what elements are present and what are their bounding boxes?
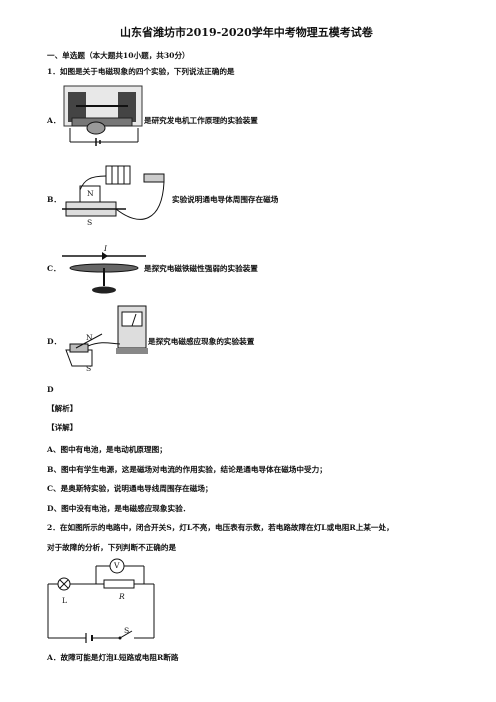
circuit-label-switch: S (124, 626, 130, 635)
detail-line-a: A、图中有电池，是电动机原理图； (47, 445, 167, 454)
figure-d-galvanometer-apparatus (65, 305, 148, 367)
figure-d-label-n: N (86, 333, 93, 342)
circuit-label-voltmeter: V (114, 561, 120, 570)
circuit-label-lamp: L (62, 596, 68, 605)
option-d-label: D． (47, 337, 62, 346)
option-c-label: C． (47, 264, 61, 273)
figure-a-motor-apparatus (63, 85, 143, 146)
detail-line-d: D、图中没有电池，是电磁感应现象实验． (47, 504, 191, 513)
figure-b-label-s: S (87, 218, 93, 227)
option-a-text: 是研究发电机工作原理的实验装置 (144, 116, 258, 125)
question-2-option-a: A．故障可能是灯泡L短路或电阻R断路 (47, 653, 179, 662)
figure-b-label-n: N (87, 189, 94, 198)
option-b-text: 实验说明通电导体周围存在磁场 (172, 195, 279, 204)
figure-c-label-i: I (104, 244, 107, 253)
option-c-text: 是探究电磁铁磁性强弱的实验装置 (144, 264, 258, 273)
detail-line-c: C、是奥斯特实验，说明通电导线周围存在磁场； (47, 484, 213, 493)
figure-c-oersted-apparatus (62, 252, 146, 294)
detail-line-b: B、图中有学生电源，这是磁场对电流的作用实验，结论是通电导体在磁场中受力； (47, 465, 327, 474)
figure-b-magnet-circuit (62, 165, 165, 220)
question-2-stem-line1: 2．在如图所示的电路中，闭合开关S，灯L不亮，电压表有示数，若电路故障在灯L或电… (47, 523, 394, 532)
question-2-circuit-diagram (47, 558, 155, 643)
circuit-label-resistor: R (119, 592, 125, 601)
answer: D (47, 385, 54, 394)
question-2-stem-line2: 对于故障的分析，下列判断不正确的是 (47, 543, 177, 552)
figure-d-label-s: S (86, 364, 92, 373)
question-1-stem: 1．如图是关于电磁现象的四个实验，下列说法正确的是 (47, 67, 235, 76)
detail-tag: 【详解】 (47, 423, 78, 432)
analysis-tag: 【解析】 (47, 404, 78, 413)
page-title: 山东省潍坊市2019-2020学年中考物理五模考试卷 (120, 26, 373, 39)
option-b-label: B． (47, 195, 62, 204)
option-a-label: A． (47, 116, 61, 125)
option-d-text: 是探究电磁感应现象的实验装置 (148, 337, 255, 346)
section-heading: 一、单选题（本大题共10小题，共30分） (47, 51, 190, 60)
